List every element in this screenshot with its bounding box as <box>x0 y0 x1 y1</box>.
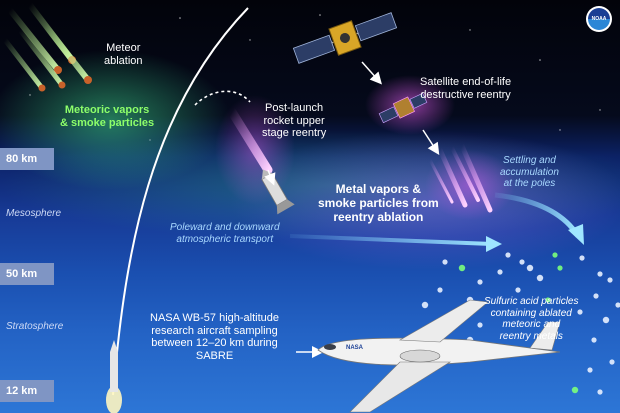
label-sulfuric-text: Sulfuric acid particles containing ablat… <box>484 296 579 342</box>
sulfuric-particle <box>597 389 603 395</box>
stage-separation-path <box>194 90 251 106</box>
label-sulfuric: Sulfuric acid particles containing ablat… <box>484 296 578 342</box>
sulfuric-particle <box>602 316 610 324</box>
breakup-arrow <box>422 129 440 156</box>
sulfuric-particles <box>421 252 620 395</box>
label-metal-vapors: Metal vapors & smoke particles from reen… <box>318 182 439 224</box>
sulfuric-particle <box>515 287 521 293</box>
label-satellite-eol-text: Satellite end-of-life destructive reentr… <box>420 76 512 101</box>
sulfuric-particle <box>442 259 448 265</box>
meteor-streak-1 <box>7 7 61 73</box>
meteor-streak-5 <box>2 37 45 91</box>
layer-stratosphere: Stratosphere <box>6 321 64 332</box>
meteor-5 <box>38 84 46 92</box>
meteor-streak-4 <box>42 22 91 83</box>
sulfuric-particle <box>615 302 620 308</box>
altitude-label-50km: 50 km <box>0 263 54 285</box>
aircraft-tail-text: NASA <box>346 345 364 351</box>
sulfuric-particle <box>536 274 544 282</box>
sulfuric-particle <box>597 271 603 277</box>
label-meteoric-vapors-text: Meteoric vapors & smoke particles <box>60 104 155 129</box>
sulfuric-particle <box>519 259 525 265</box>
label-meteor-ablation: Meteor ablation <box>104 42 143 67</box>
layer-mesosphere: Mesosphere <box>6 208 62 219</box>
sulfuric-particle <box>497 269 503 275</box>
label-satellite-eol: Satellite end-of-life destructive reentr… <box>420 76 511 101</box>
label-settling-text: Settling and accumulation at the poles <box>500 155 559 189</box>
sulfuric-particle <box>557 265 563 271</box>
sulfuric-particle <box>477 322 483 328</box>
meteor-3 <box>58 81 66 89</box>
altitude-label-12km: 12 km <box>0 380 54 402</box>
sulfuric-particle <box>477 279 483 285</box>
wb57-aircraft: NASA <box>317 299 561 413</box>
sulfuric-particle <box>571 386 579 394</box>
label-metal-vapors-text: Metal vapors & smoke particles from reen… <box>318 182 439 224</box>
satellite-breakup <box>378 92 428 124</box>
noaa-logo: NOAA <box>586 6 612 32</box>
rocket-fall-arrow <box>264 169 276 186</box>
altitude-label-80km: 80 km <box>0 148 54 170</box>
poleward-transport-arrow <box>289 234 493 246</box>
sulfuric-particle <box>545 297 551 303</box>
launching-rocket <box>106 340 122 413</box>
meteors <box>2 2 92 92</box>
sulfuric-particle <box>591 337 597 343</box>
sulfuric-particle <box>609 359 615 365</box>
sulfuric-particle <box>593 293 599 299</box>
sulfuric-particle <box>458 264 466 272</box>
satellite <box>292 12 398 64</box>
sulfuric-particle <box>552 252 558 258</box>
sulfuric-particle <box>607 277 613 283</box>
label-meteoric-vapors: Meteoric vapors & smoke particles <box>60 104 154 129</box>
label-settling: Settling and accumulation at the poles <box>500 155 559 190</box>
label-post-launch-text: Post-launch rocket upper stage reentry <box>262 102 327 140</box>
meteor-4 <box>84 76 92 84</box>
sulfuric-particle <box>579 255 585 261</box>
metal-vapor-glow <box>230 130 620 270</box>
label-nasa-aircraft-text: NASA WB-57 high-altitude research aircra… <box>150 312 280 362</box>
label-poleward: Poleward and downward atmospheric transp… <box>170 222 280 245</box>
rocket-reentry-streak <box>227 107 273 175</box>
sulfuric-particle <box>577 309 583 315</box>
noaa-logo-emblem: NOAA <box>588 8 610 30</box>
meteor-1 <box>54 66 62 74</box>
label-nasa-aircraft: NASA WB-57 high-altitude research aircra… <box>150 312 279 363</box>
sulfuric-particle <box>421 301 429 309</box>
launch-trajectory <box>112 7 249 396</box>
satellite-descent-arrow <box>361 61 382 85</box>
sulfuric-particle <box>587 367 593 373</box>
meteor-streak-3 <box>17 27 65 88</box>
label-poleward-text: Poleward and downward atmospheric transp… <box>170 222 280 245</box>
label-post-launch: Post-launch rocket upper stage reentry <box>262 102 326 140</box>
label-meteor-ablation-text: Meteor ablation <box>104 42 143 67</box>
sulfuric-particle <box>437 287 443 293</box>
sulfuric-particle <box>526 264 534 272</box>
sulfuric-particle <box>505 252 511 258</box>
stars <box>29 14 601 141</box>
debris-streaks <box>428 143 493 213</box>
